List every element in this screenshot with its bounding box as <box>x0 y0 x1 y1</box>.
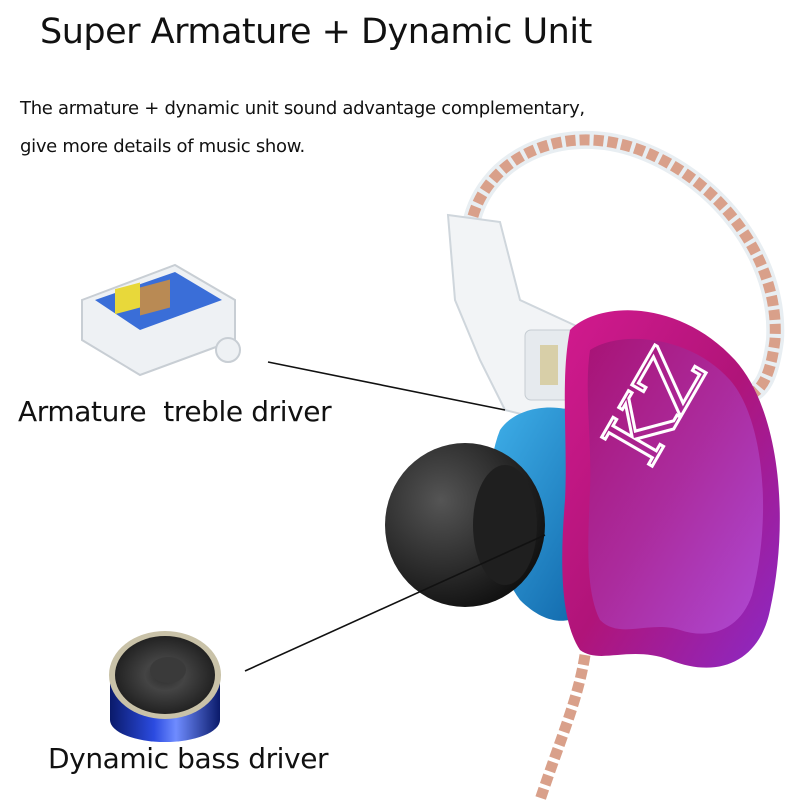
page-title: Super Armature + Dynamic Unit <box>40 12 592 52</box>
armature-driver-image <box>81 263 241 377</box>
armature-driver-label: Armature treble driver <box>18 395 332 428</box>
dynamic-driver-label: Dynamic bass driver <box>48 742 329 775</box>
cable <box>461 131 785 800</box>
description: The armature + dynamic unit sound advant… <box>20 90 585 166</box>
description-line-2: give more details of music show. <box>20 136 305 157</box>
dynamic-leader-line <box>244 534 546 672</box>
ear-tip <box>385 443 545 607</box>
description-line-1: The armature + dynamic unit sound advant… <box>20 98 585 119</box>
armature-leader-line <box>267 361 506 411</box>
earphone-shell: KZ <box>562 310 780 668</box>
dynamic-driver-image <box>109 631 221 742</box>
